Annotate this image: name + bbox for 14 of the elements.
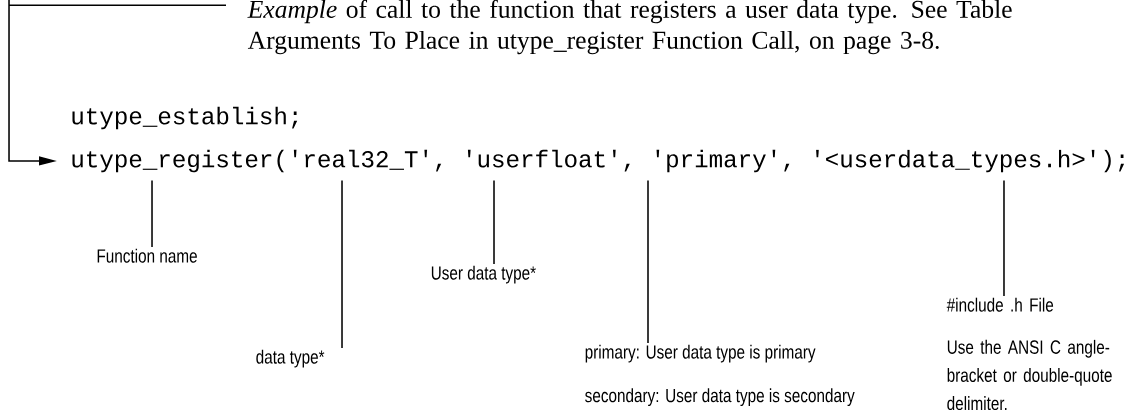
callout-text: Function name (97, 248, 197, 263)
code-line: utype_establish; (72, 106, 298, 130)
note-text: Example of call to the function that registers a user data type. See Table Arguments To Place in utype_register Function Call, on page 3-8. (247, 0, 1012, 55)
callout-text: #include .h File Use the ANSI C angle-bracket or double-quote delimiter. (946, 297, 1112, 411)
leader-line (493, 179, 495, 265)
callout-text: data type* (256, 349, 325, 368)
leader-line (647, 179, 649, 344)
leader-line (341, 179, 343, 349)
leader-arrow (8, 0, 227, 166)
callout-text: primary: User data type is primary secondary: User data type is secondary (585, 344, 855, 407)
leader-line (151, 179, 153, 248)
code-line: utype_register('real32_T', 'userfloat', 'primary', '<userdata_types.h>'); (72, 149, 1124, 173)
callout-text: User data type* (431, 265, 536, 284)
leader-line (1003, 179, 1005, 297)
